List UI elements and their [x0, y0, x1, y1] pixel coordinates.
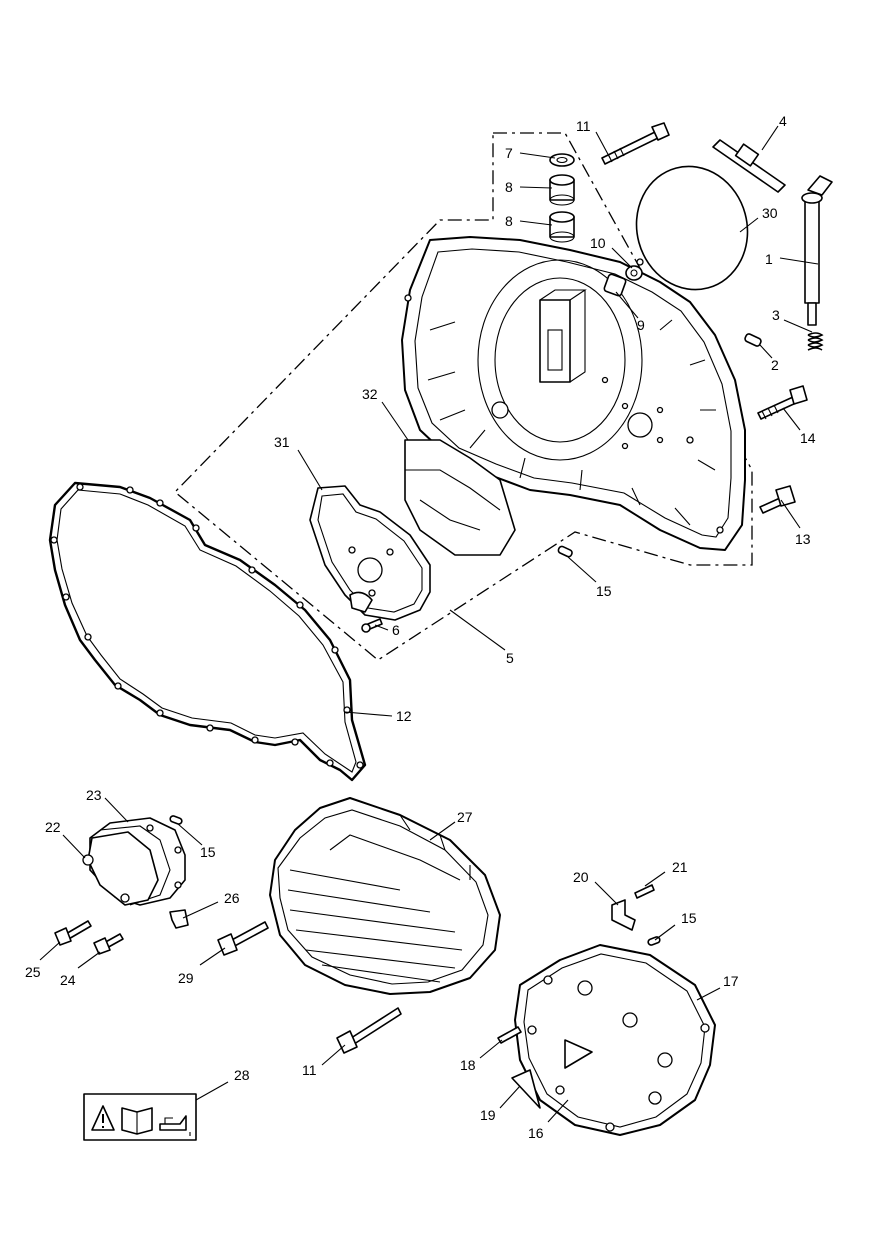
washer-10	[625, 265, 643, 281]
leader-lines	[39, 125, 819, 1123]
callout-16: 16	[528, 1125, 544, 1141]
callout-9: 9	[637, 317, 645, 333]
callout-15a: 15	[596, 583, 612, 599]
callout-29: 29	[178, 970, 194, 986]
callout-15b: 15	[200, 844, 216, 860]
callout-labels: 1 2 3 4 5 6 7 8 8 9 10 11 11 12 13 14 15…	[25, 113, 816, 1141]
pivot-shaft	[801, 175, 833, 326]
callout-13: 13	[795, 531, 811, 547]
bolt-14	[757, 385, 808, 420]
callout-5: 5	[506, 650, 514, 666]
callout-31: 31	[274, 434, 290, 450]
callout-26: 26	[224, 890, 240, 906]
needle-bearing-8a	[549, 174, 575, 206]
outer-gasket	[48, 481, 367, 782]
callout-1: 1	[765, 251, 773, 267]
callout-24: 24	[60, 972, 76, 988]
screw-6	[361, 618, 383, 633]
callout-19: 19	[480, 1107, 496, 1123]
bolt-13	[759, 485, 796, 514]
warning-label	[83, 1093, 197, 1141]
callout-25: 25	[25, 964, 41, 980]
bracket-20	[611, 899, 636, 931]
callout-23: 23	[86, 787, 102, 803]
callout-27: 27	[457, 809, 473, 825]
cover-bolt-bosses	[527, 975, 710, 1132]
bolt-24	[93, 933, 124, 955]
callout-11b: 11	[302, 1062, 317, 1078]
callout-11a: 11	[576, 118, 591, 134]
callout-22: 22	[45, 819, 61, 835]
triangle-badge-19	[511, 1069, 541, 1109]
bolt-25	[54, 920, 92, 946]
dowel-pin-2	[744, 333, 762, 347]
callout-12: 12	[396, 708, 412, 724]
callout-8a: 8	[505, 179, 513, 195]
dowel-15-upper	[557, 545, 573, 558]
callout-2: 2	[771, 357, 779, 373]
callout-6: 6	[392, 622, 400, 638]
callout-28: 28	[234, 1067, 250, 1083]
callout-32: 32	[362, 386, 378, 402]
callout-17: 17	[723, 973, 739, 989]
callout-21: 21	[672, 859, 688, 875]
plate-31	[309, 485, 431, 621]
gasket-bolt-holes	[50, 483, 364, 769]
callout-3: 3	[772, 307, 780, 323]
warning-triangle-icon	[91, 1105, 115, 1131]
clip-lever	[712, 139, 786, 193]
callout-15c: 15	[681, 910, 697, 926]
callout-10: 10	[590, 235, 606, 251]
housing-mount-holes	[404, 258, 724, 534]
bush-9	[603, 273, 627, 297]
dowel-15-left	[169, 815, 183, 825]
callout-20: 20	[573, 869, 589, 885]
callout-30: 30	[762, 205, 778, 221]
outer-cover-27	[269, 797, 501, 995]
side-cover-17	[514, 944, 716, 1136]
spring	[807, 332, 824, 351]
callout-4: 4	[779, 113, 787, 129]
bolt-11-top	[601, 122, 670, 165]
o-ring-seal	[635, 165, 749, 291]
bolt-11-bottom	[336, 1007, 402, 1054]
clip-26	[169, 909, 189, 929]
pad-32	[404, 439, 516, 556]
oil-can-icon	[159, 1115, 191, 1136]
callout-14: 14	[800, 430, 816, 446]
oil-seal-7	[549, 153, 575, 167]
callout-7: 7	[505, 145, 513, 161]
screw-21	[634, 884, 655, 899]
callout-8b: 8	[505, 213, 513, 229]
needle-bearing-8b	[549, 211, 575, 243]
manual-book-icon	[121, 1107, 153, 1135]
callout-18: 18	[460, 1057, 476, 1073]
small-cover-assembly	[82, 817, 186, 906]
bolt-29	[217, 921, 269, 956]
